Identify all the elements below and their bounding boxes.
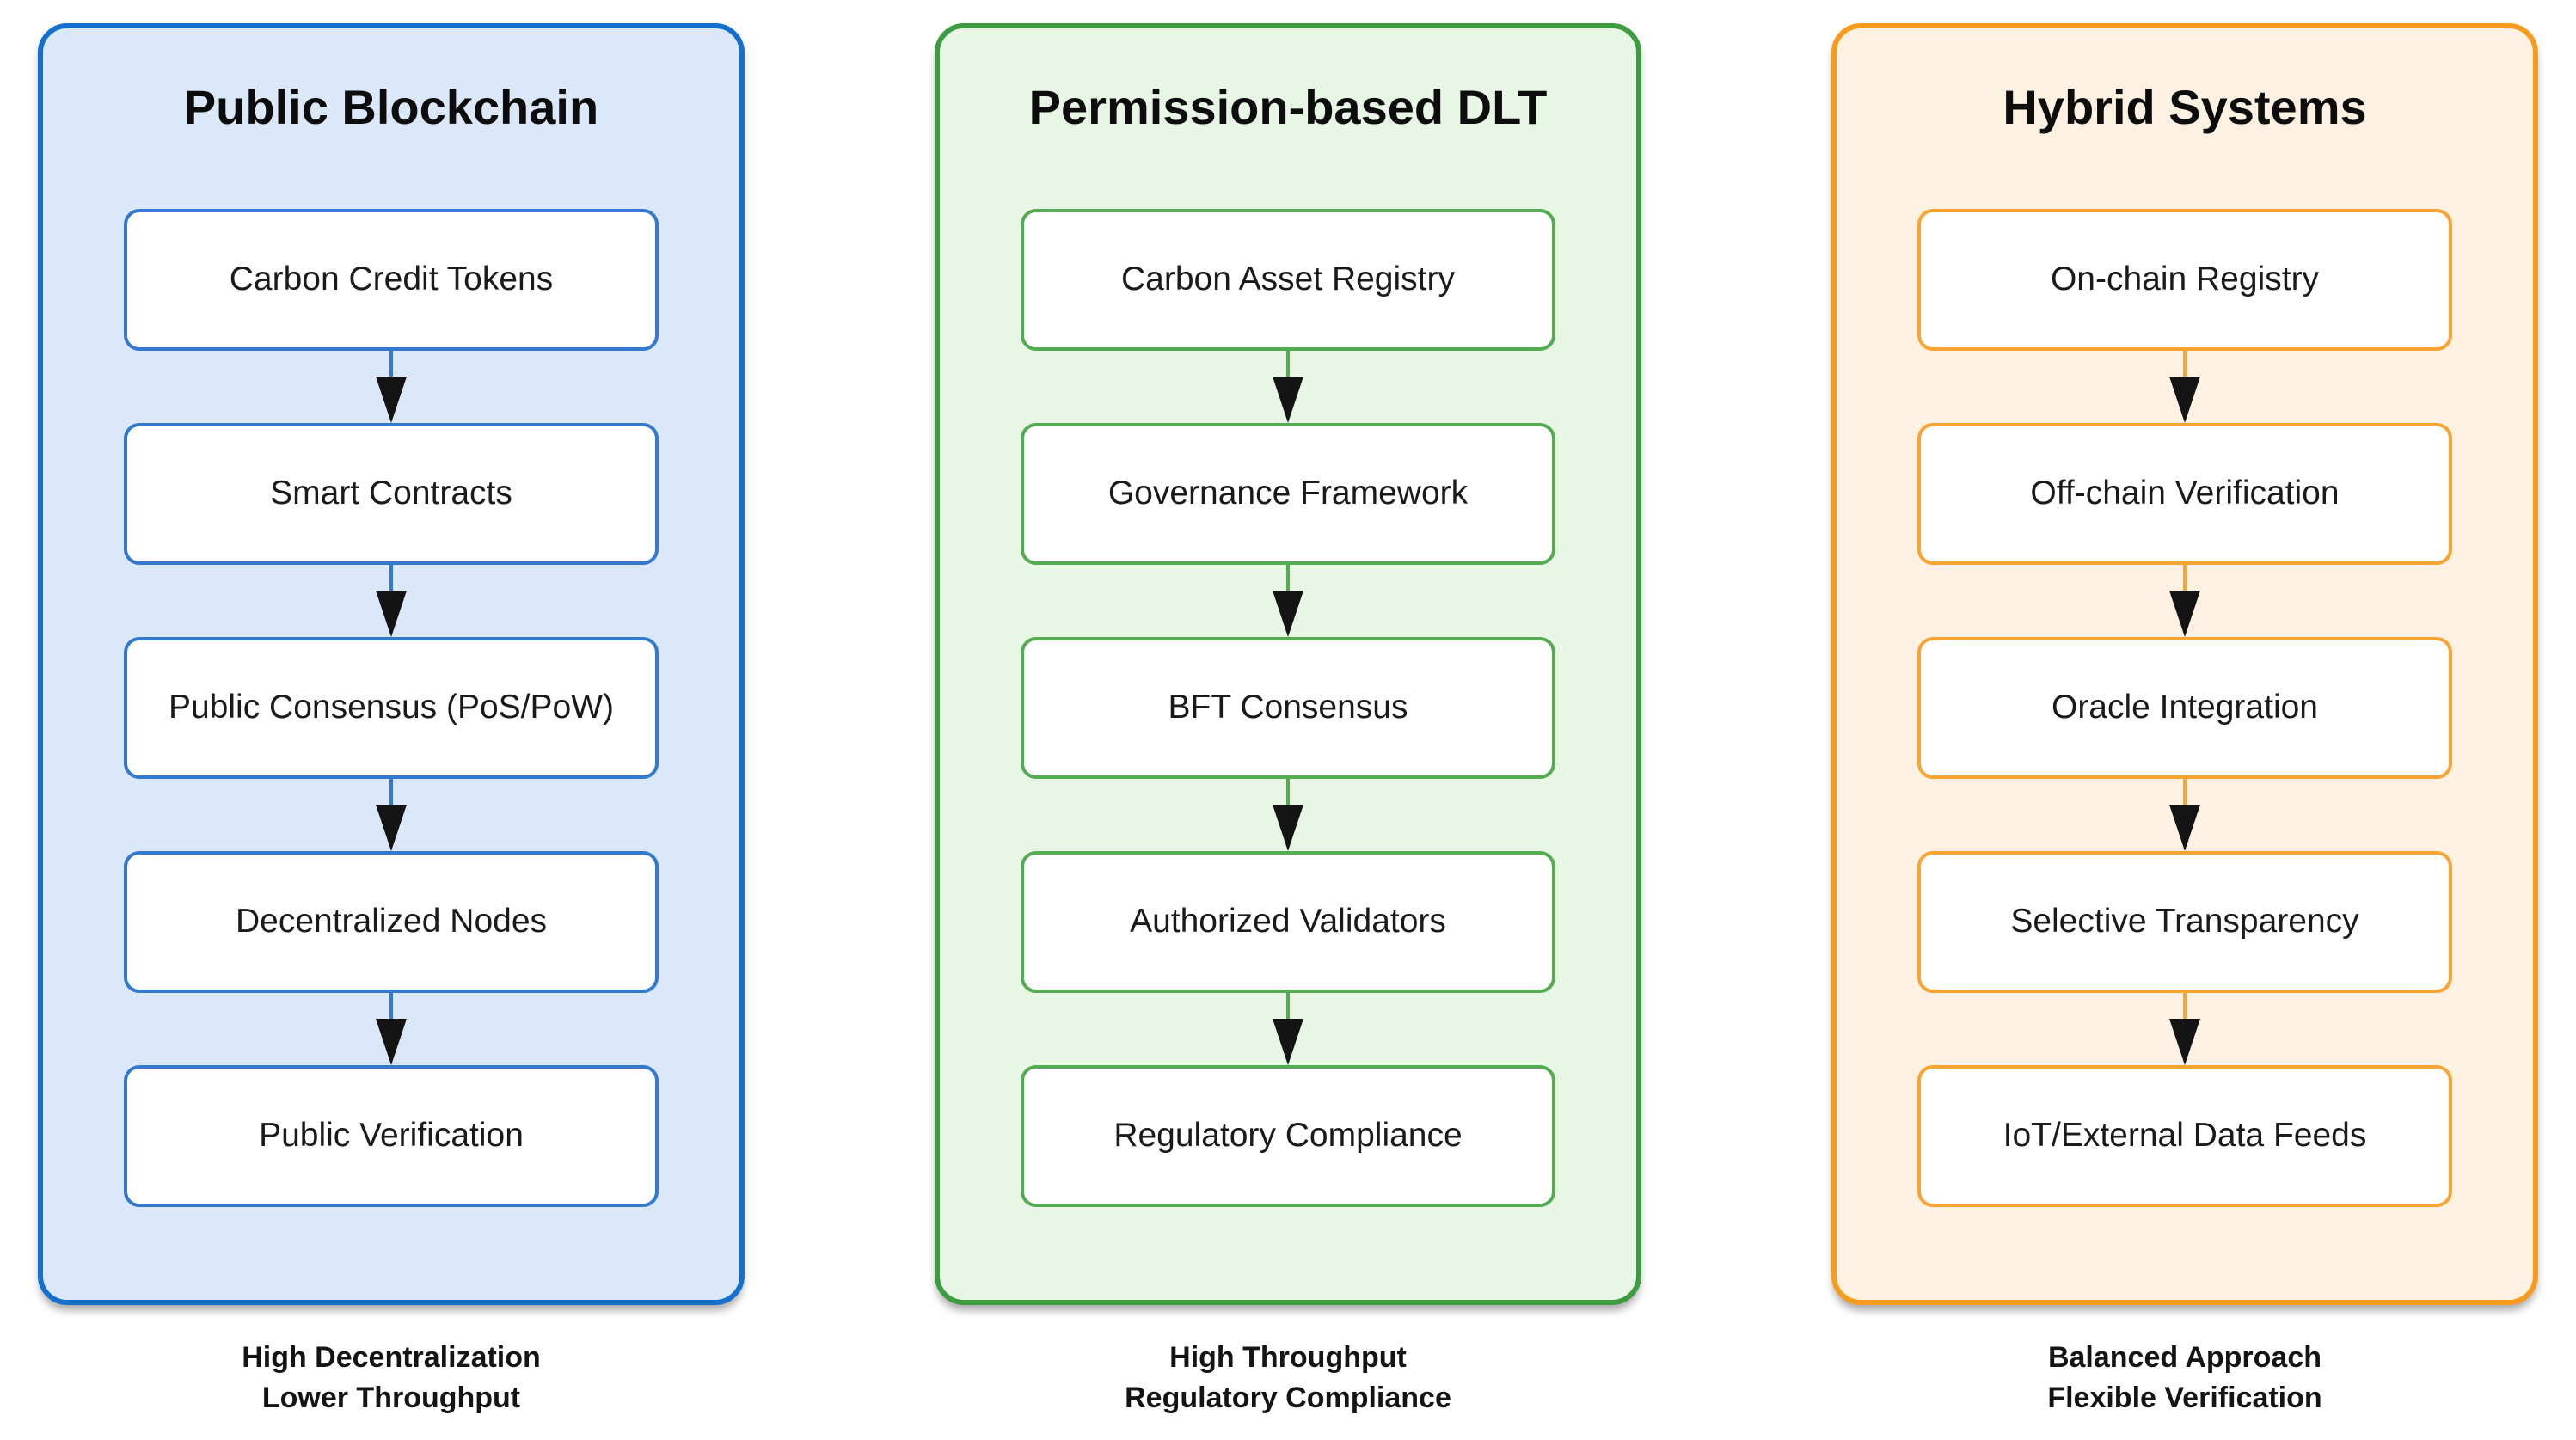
arrow-head-icon (376, 377, 407, 423)
arrow-line (389, 779, 393, 806)
node-label: Carbon Credit Tokens (229, 260, 554, 298)
node-label: On-chain Registry (2050, 260, 2320, 298)
flow-node: Public Consensus (PoS/PoW) (124, 637, 659, 779)
column-hybrid-systems: Hybrid Systems On-chain Registry Off-cha… (1831, 23, 2538, 1419)
down-arrow-icon (124, 565, 659, 637)
node-label: Governance Framework (1107, 475, 1469, 512)
arrow-line (389, 993, 393, 1020)
public-blockchain-panel: Public Blockchain Carbon Credit Tokens S… (38, 23, 745, 1305)
flow-node: Off-chain Verification (1917, 423, 2452, 565)
arrow-line (1286, 351, 1290, 378)
node-label: Public Consensus (PoS/PoW) (168, 689, 615, 726)
columns-row: Public Blockchain Carbon Credit Tokens S… (38, 23, 2538, 1419)
flow-node: Oracle Integration (1917, 637, 2452, 779)
down-arrow-icon (1917, 779, 2452, 851)
caption-line: Flexible Verification (2047, 1381, 2322, 1414)
flow-node: Selective Transparency (1917, 851, 2452, 993)
arrow-line (2183, 779, 2187, 806)
down-arrow-icon (1917, 565, 2452, 637)
flow-node: Governance Framework (1021, 423, 1555, 565)
down-arrow-icon (1021, 993, 1555, 1065)
panel-title: Public Blockchain (183, 80, 599, 134)
arrow-head-icon (2169, 591, 2200, 637)
arrow-line (2183, 351, 2187, 378)
flow-node: BFT Consensus (1021, 637, 1555, 779)
arrow-line (1286, 565, 1290, 592)
arrow-head-icon (1273, 591, 1303, 637)
flow-node: On-chain Registry (1917, 209, 2452, 351)
arrow-head-icon (376, 1019, 407, 1065)
node-label: Off-chain Verification (2030, 475, 2340, 512)
arrow-line (1286, 779, 1290, 806)
caption-line: Regulatory Compliance (1125, 1381, 1451, 1414)
caption-line: High Throughput (1169, 1341, 1407, 1374)
node-label: Public Verification (259, 1117, 524, 1155)
down-arrow-icon (1021, 779, 1555, 851)
node-label: IoT/External Data Feeds (2003, 1117, 2367, 1155)
flow-node: Public Verification (124, 1065, 659, 1207)
panel-title: Permission-based DLT (1028, 80, 1548, 134)
arrow-head-icon (376, 591, 407, 637)
arrow-line (389, 351, 393, 378)
caption-line: Lower Throughput (261, 1381, 521, 1414)
arrow-line (2183, 993, 2187, 1020)
node-label: Authorized Validators (1130, 903, 1446, 941)
flow-node: Carbon Asset Registry (1021, 209, 1555, 351)
down-arrow-icon (124, 993, 659, 1065)
arrow-head-icon (1273, 1019, 1303, 1065)
column-caption: High Throughput Regulatory Compliance (935, 1338, 1641, 1419)
node-label: Regulatory Compliance (1113, 1117, 1463, 1155)
down-arrow-icon (124, 351, 659, 423)
arrow-head-icon (376, 805, 407, 851)
arrow-head-icon (2169, 1019, 2200, 1065)
column-public-blockchain: Public Blockchain Carbon Credit Tokens S… (38, 23, 745, 1419)
arrow-head-icon (2169, 805, 2200, 851)
node-label: Carbon Asset Registry (1120, 260, 1455, 298)
arrow-head-icon (1273, 805, 1303, 851)
node-label: Selective Transparency (2010, 903, 2359, 941)
down-arrow-icon (1917, 351, 2452, 423)
arrow-line (2183, 565, 2187, 592)
node-label: Decentralized Nodes (235, 903, 548, 941)
node-label: Oracle Integration (2051, 689, 2318, 726)
column-caption: Balanced Approach Flexible Verification (1831, 1338, 2538, 1419)
flow-node: Decentralized Nodes (124, 851, 659, 993)
caption-line: Balanced Approach (2047, 1341, 2322, 1374)
flow-node: IoT/External Data Feeds (1917, 1065, 2452, 1207)
flow-node: Authorized Validators (1021, 851, 1555, 993)
arrow-line (389, 565, 393, 592)
node-label: Smart Contracts (270, 475, 512, 512)
panel-title: Hybrid Systems (2003, 80, 2367, 134)
flow-node: Smart Contracts (124, 423, 659, 565)
permission-based-dlt-panel: Permission-based DLT Carbon Asset Regist… (935, 23, 1641, 1305)
flow-node: Regulatory Compliance (1021, 1065, 1555, 1207)
column-caption: High Decentralization Lower Throughput (38, 1338, 745, 1419)
flow-node: Carbon Credit Tokens (124, 209, 659, 351)
down-arrow-icon (1917, 993, 2452, 1065)
down-arrow-icon (124, 779, 659, 851)
down-arrow-icon (1021, 565, 1555, 637)
arrow-head-icon (1273, 377, 1303, 423)
node-label: BFT Consensus (1168, 689, 1408, 726)
hybrid-systems-panel: Hybrid Systems On-chain Registry Off-cha… (1831, 23, 2538, 1305)
caption-line: High Decentralization (242, 1341, 541, 1374)
column-permission-based-dlt: Permission-based DLT Carbon Asset Regist… (935, 23, 1641, 1419)
arrow-head-icon (2169, 377, 2200, 423)
down-arrow-icon (1021, 351, 1555, 423)
arrow-line (1286, 993, 1290, 1020)
